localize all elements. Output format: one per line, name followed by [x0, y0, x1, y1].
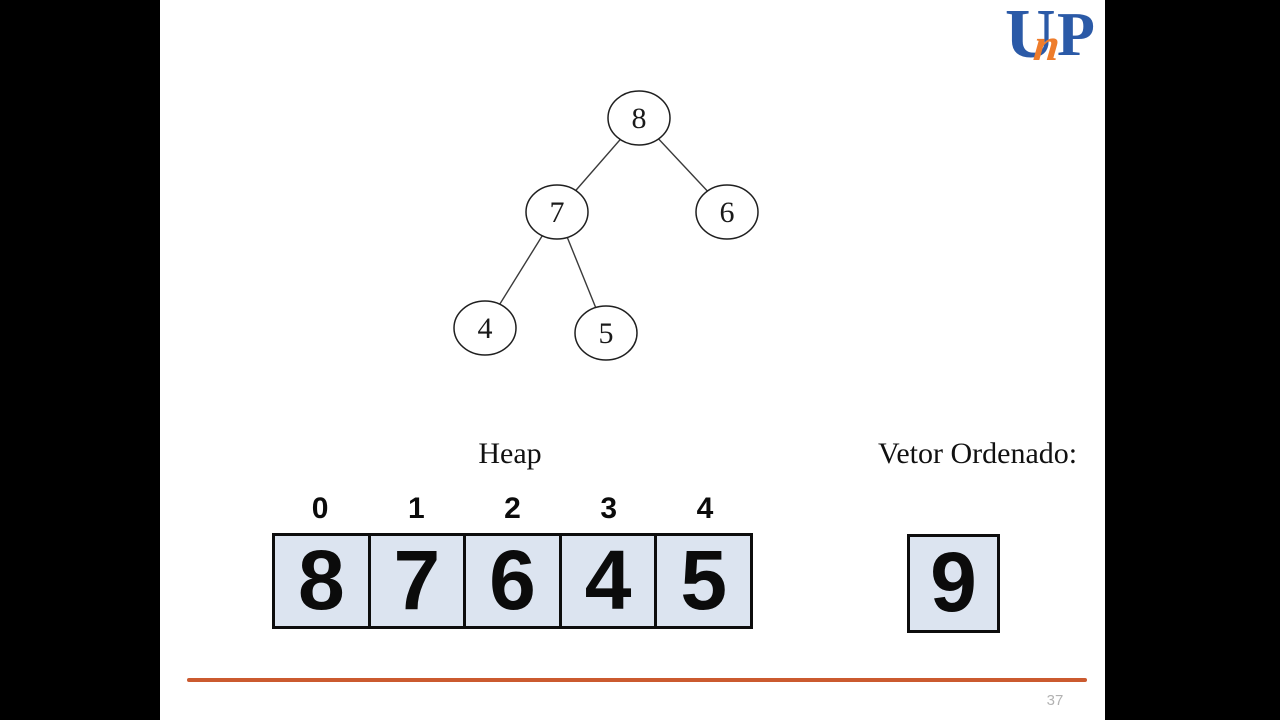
heap-index-1: 1: [407, 492, 425, 525]
sorted-vector-array: 9: [907, 534, 1000, 633]
tree-node-circle: [574, 305, 638, 361]
heap-cell: 4: [558, 533, 658, 629]
heap-index-2: 2: [504, 492, 521, 525]
tree-node-circle: [695, 184, 759, 240]
sorted-vector-label: Vetor Ordenado:: [878, 437, 1078, 470]
unp-logo: U n P: [1005, 0, 1115, 76]
tree-node-circle: [453, 300, 517, 356]
logo-letter-p: P: [1057, 1, 1095, 69]
heap-cell: 5: [654, 533, 753, 629]
sorted-cell: 9: [907, 534, 1000, 633]
heap-index-4: 4: [696, 492, 714, 525]
heap-index-3: 3: [600, 492, 618, 525]
divider-line: [187, 678, 1087, 682]
heap-cell: 7: [367, 533, 467, 629]
heap-label: Heap: [478, 437, 542, 470]
tree-node-8: 8: [607, 90, 671, 146]
heap-cell: 8: [272, 533, 371, 629]
tree-node-7: 7: [525, 184, 589, 240]
tree-node-circle: [525, 184, 589, 240]
tree-node-circle: [607, 90, 671, 146]
tree-node-value: 7: [550, 196, 565, 229]
logo-letter-u: U: [1005, 0, 1056, 73]
heap-index-row: 0 1 2 3 4: [272, 492, 753, 526]
tree-node-value: 4: [478, 312, 493, 345]
heap-tree-diagram: 8 7 6 4 5: [453, 90, 759, 361]
heap-cell: 6: [463, 533, 562, 629]
heap-index-0: 0: [311, 492, 329, 525]
page-number: 37: [1046, 692, 1064, 709]
tree-node-value: 8: [632, 102, 647, 135]
tree-node-5: 5: [574, 305, 638, 361]
tree-node-6: 6: [695, 184, 759, 240]
tree-node-value: 6: [720, 196, 735, 229]
tree-node-4: 4: [453, 300, 517, 356]
tree-node-value: 5: [599, 317, 614, 350]
logo-letter-n: n: [1031, 19, 1063, 70]
